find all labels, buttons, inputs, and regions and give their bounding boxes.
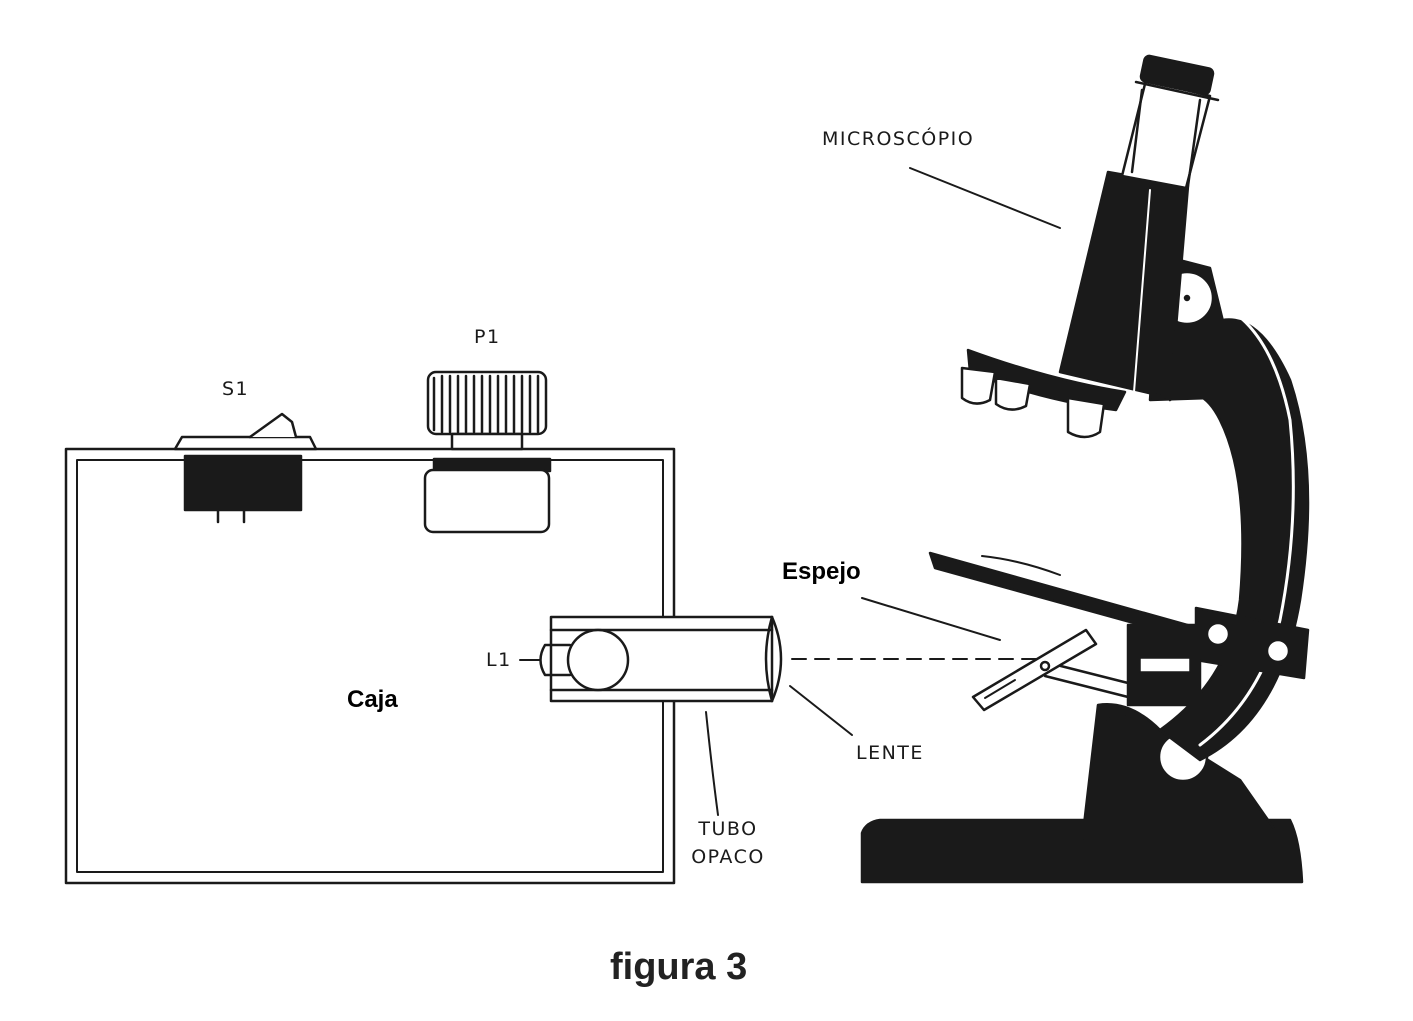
lens-label: LENTE [856, 742, 924, 764]
leader-lines [519, 167, 1061, 816]
microscope-label: MICROSCÓPIO [822, 128, 975, 150]
microscope [860, 54, 1310, 884]
potentiometer-p1 [423, 370, 552, 534]
potentiometer-label: P1 [474, 326, 501, 348]
switch-s1 [173, 412, 318, 524]
tube-label-line2: OPACO [691, 846, 765, 868]
switch-label: S1 [222, 378, 250, 400]
figure-caption: figura 3 [610, 946, 748, 988]
box-label: Caja [347, 686, 398, 713]
tube-label-line1: TUBO [698, 818, 758, 840]
opaque-tube [539, 615, 783, 703]
mirror-label: Espejo [782, 558, 861, 585]
lamp-label: L1 [486, 649, 512, 671]
